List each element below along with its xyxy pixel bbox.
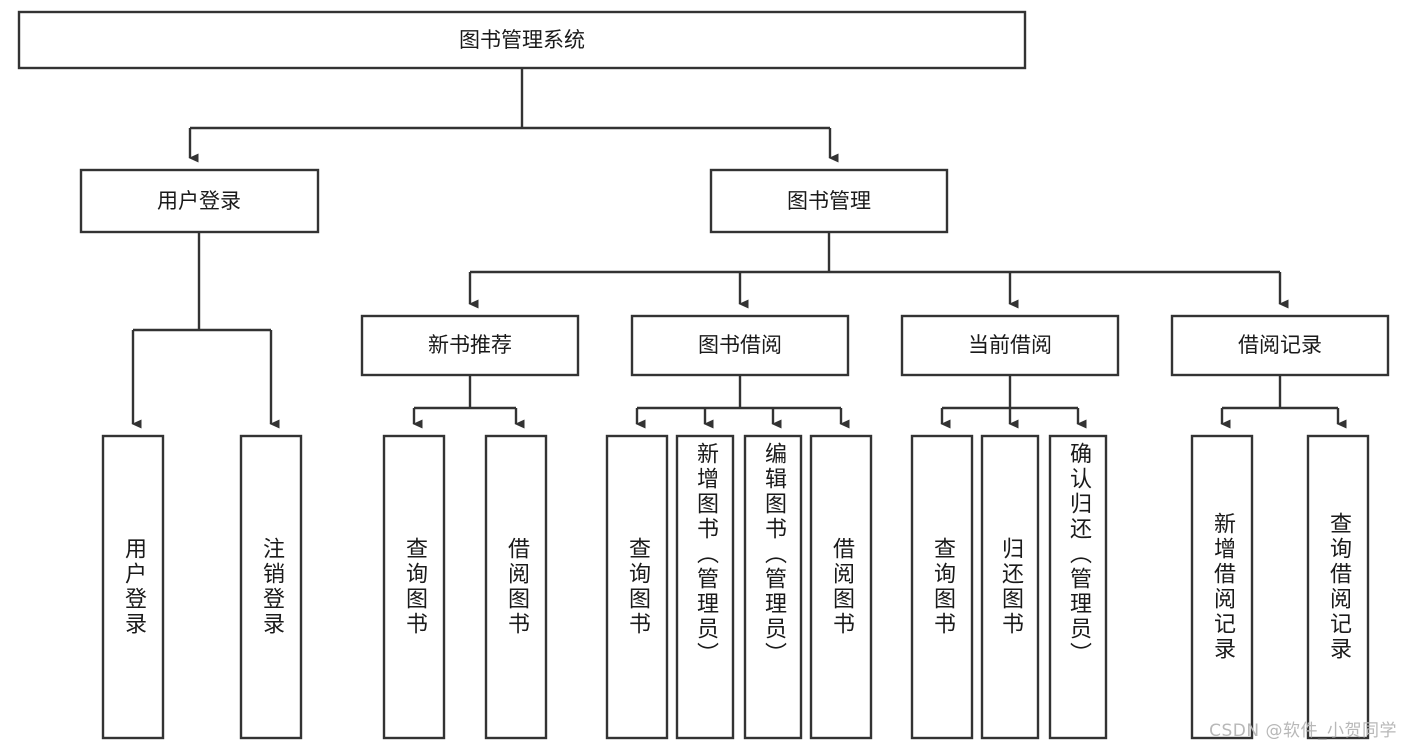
- node-layer: 图书管理系统 用户登录 图书管理 新书推荐 图书借阅 当前借阅 借阅记录: [17, 10, 1390, 740]
- node-leaf-confirm-return-box[interactable]: [1048, 434, 1108, 740]
- node-root-label: 图书管理系统: [459, 28, 585, 52]
- node-borrow-record-label: 借阅记录: [1238, 333, 1322, 357]
- connector-new-book-rec-bus: [414, 375, 516, 424]
- node-user-login-label: 用户登录: [157, 189, 241, 213]
- node-leaf-add-record-box[interactable]: [1190, 434, 1254, 740]
- node-current-borrow-label: 当前借阅: [968, 333, 1052, 357]
- node-leaf-query-book-1-box[interactable]: [382, 434, 446, 740]
- node-leaf-user-logout-box[interactable]: [239, 434, 303, 740]
- node-book-borrow-box[interactable]: [630, 314, 850, 377]
- node-leaf-query-book-3-box[interactable]: [910, 434, 974, 740]
- node-borrow-record-box[interactable]: [1170, 314, 1390, 377]
- node-book-borrow-label: 图书借阅: [698, 333, 782, 357]
- connector-book-manage-bus: [470, 232, 1280, 304]
- node-leaf-borrow-book-2-box[interactable]: [809, 434, 873, 740]
- node-leaf-borrow-book-1-box[interactable]: [484, 434, 548, 740]
- connector-borrow-record-bus: [1222, 375, 1338, 424]
- node-book-manage-label: 图书管理: [787, 189, 871, 213]
- node-user-login-box[interactable]: [79, 168, 320, 234]
- node-leaf-query-book-2-box[interactable]: [605, 434, 669, 740]
- connector-book-borrow-bus: [637, 375, 841, 424]
- node-leaf-return-book-box[interactable]: [980, 434, 1040, 740]
- connector-layer: [133, 68, 1347, 424]
- node-leaf-edit-book-box[interactable]: [743, 434, 803, 740]
- connector-root-bus: [190, 68, 830, 158]
- node-new-book-rec-box[interactable]: [360, 314, 580, 377]
- node-leaf-query-record-box[interactable]: [1306, 434, 1370, 740]
- node-leaf-user-login-box[interactable]: [101, 434, 165, 740]
- node-leaf-add-book-box[interactable]: [675, 434, 735, 740]
- node-new-book-rec-label: 新书推荐: [428, 333, 512, 357]
- csdn-watermark: CSDN @软件_小贺同学: [1209, 721, 1397, 741]
- node-current-borrow-box[interactable]: [900, 314, 1120, 377]
- node-book-manage-box[interactable]: [709, 168, 949, 234]
- node-root-box[interactable]: [17, 10, 1027, 70]
- connector-user-login-bus: [133, 232, 271, 424]
